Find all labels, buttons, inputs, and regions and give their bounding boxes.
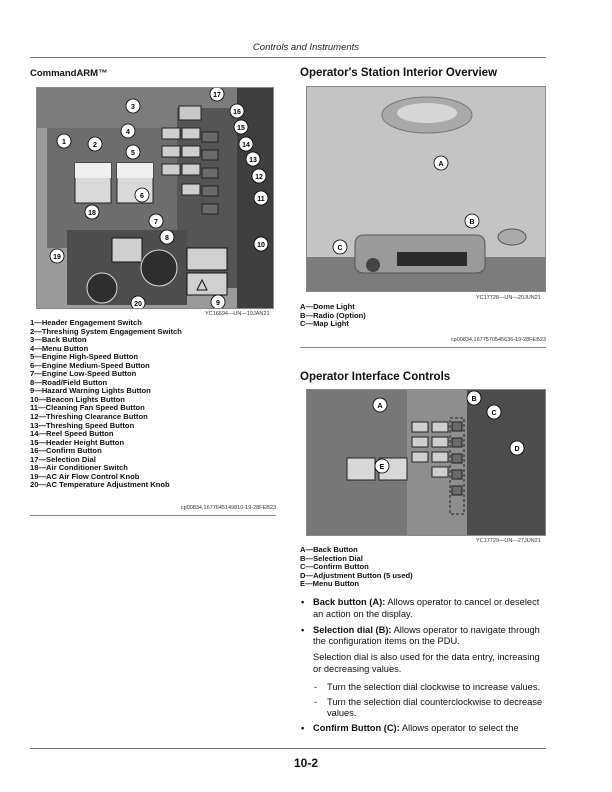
- interior-legend: A—Dome Light B—Radio (Option) C—Map Ligh…: [300, 302, 366, 329]
- figure-id-interior: YC17728—UN—20JUN21: [476, 295, 541, 301]
- callout-17: 17: [213, 92, 221, 99]
- legend-item: 9—Hazard Warning Lights Button: [30, 386, 151, 396]
- callout-13: 13: [249, 157, 257, 164]
- legend-item: 7—Engine Low-Speed Button: [30, 369, 137, 379]
- interface-description: •Back button (A): Allows operator to can…: [300, 597, 548, 739]
- figure-id-interface: YC17729—UN—27JUN21: [476, 538, 541, 544]
- figure-id-commandarm: YC16694—UN—19JAN21: [205, 311, 270, 317]
- interface-controls-photo: A B C D E: [306, 389, 546, 536]
- legend-item: 17—Selection Dial: [30, 454, 96, 464]
- legend-item: E—Menu Button: [300, 579, 360, 589]
- legend-item: 2—Threshing System Engagement Switch: [30, 326, 182, 336]
- callout-5: 5: [131, 150, 135, 157]
- legend-item: 3—Back Button: [30, 335, 87, 345]
- ref-interior: cp00834,1677570545636-19-28FEB23: [450, 337, 546, 343]
- callout-15: 15: [237, 125, 245, 132]
- callout-10: 10: [257, 242, 265, 249]
- legend-item: A—Dome Light: [300, 302, 355, 311]
- legend-item: 13—Threshing Speed Button: [30, 420, 135, 430]
- legend-item: 14—Reel Speed Button: [30, 429, 114, 439]
- station-overview-title: Operator's Station Interior Overview: [300, 67, 498, 79]
- callout-8: 8: [165, 235, 169, 242]
- footer-rule: [30, 748, 546, 749]
- legend-item: 15—Header Height Button: [30, 437, 125, 447]
- sub-bullet-counterclockwise: -Turn the selection dial counterclockwis…: [314, 696, 543, 719]
- callout-19: 19: [53, 254, 61, 261]
- legend-item: B—Radio (Option): [300, 310, 366, 320]
- callout-C: C: [337, 245, 342, 252]
- callout-B: B: [469, 219, 474, 226]
- bullet-back-button: •Back button (A): Allows operator to can…: [301, 597, 540, 619]
- interface-controls-title: Operator Interface Controls: [300, 371, 451, 383]
- callout-D: D: [514, 446, 519, 453]
- bullet-confirm-button: •Confirm Button (C): Allows operator to …: [301, 723, 519, 734]
- header-rule: [30, 57, 546, 58]
- commandarm-legend: 1—Header Engagement Switch 2—Threshing S…: [30, 318, 182, 490]
- legend-item: 11—Cleaning Fan Speed Button: [30, 403, 145, 413]
- legend-item: 6—Engine Medium-Speed Button: [30, 360, 150, 370]
- interface-legend: A—Back Button B—Selection Dial C—Confirm…: [300, 545, 413, 589]
- legend-item: 10—Beacon Lights Button: [30, 394, 125, 404]
- legend-item: 19—AC Air Flow Control Knob: [30, 471, 140, 481]
- legend-item: 16—Confirm Button: [30, 446, 102, 456]
- callout-14: 14: [242, 142, 250, 149]
- section-rule: [300, 347, 546, 348]
- callout-C: C: [491, 410, 496, 417]
- callout-16: 16: [233, 109, 241, 116]
- callout-20: 20: [134, 301, 142, 308]
- legend-item: 1—Header Engagement Switch: [30, 318, 142, 327]
- callout-7: 7: [154, 219, 158, 226]
- callout-18: 18: [88, 210, 96, 217]
- legend-item: 4—Menu Button: [30, 343, 89, 353]
- running-head: Controls and Instruments: [252, 42, 360, 53]
- callout-1: 1: [62, 139, 66, 146]
- callout-12: 12: [255, 174, 263, 181]
- callout-A: A: [377, 403, 382, 410]
- page-number: 10-2: [293, 756, 319, 770]
- callout-9: 9: [216, 300, 220, 307]
- callout-4: 4: [126, 129, 130, 136]
- legend-item: 5—Engine High-Speed Button: [30, 352, 138, 362]
- callout-3: 3: [131, 104, 135, 111]
- legend-item: 20—AC Temperature Adjustment Knob: [30, 480, 170, 490]
- section-rule: [30, 515, 276, 516]
- legend-item: 12—Threshing Clearance Button: [30, 412, 148, 422]
- callout-11: 11: [257, 196, 265, 203]
- callout-6: 6: [140, 193, 144, 200]
- legend-item: D—Adjustment Button (5 used): [300, 570, 413, 580]
- legend-item: 8—Road/Field Button: [30, 377, 108, 387]
- callout-2: 2: [93, 142, 97, 149]
- legend-item: B—Selection Dial: [300, 553, 363, 563]
- station-interior-photo: A B C: [306, 86, 546, 292]
- commandarm-title: CommandARM™: [30, 68, 108, 79]
- legend-item: 18—Air Conditioner Switch: [30, 463, 128, 473]
- commandarm-photo: 1 2 3 4 5 6 7 8 9 10 11 12 13 14 15 16 1…: [36, 87, 274, 309]
- selection-dial-note: Selection dial is also used for the data…: [313, 652, 540, 674]
- legend-item: C—Map Light: [300, 319, 349, 329]
- bullet-selection-dial: •Selection dial (B): Allows operator to …: [301, 624, 540, 647]
- callout-B: B: [471, 396, 476, 403]
- legend-item: C—Confirm Button: [300, 562, 369, 572]
- callout-E: E: [380, 464, 385, 471]
- sub-bullet-clockwise: -Turn the selection dial clockwise to in…: [314, 681, 541, 692]
- ref-commandarm: cp00834,1677645149810-19-28FEB23: [180, 505, 276, 511]
- legend-item: A—Back Button: [300, 545, 358, 554]
- callout-A: A: [438, 161, 443, 168]
